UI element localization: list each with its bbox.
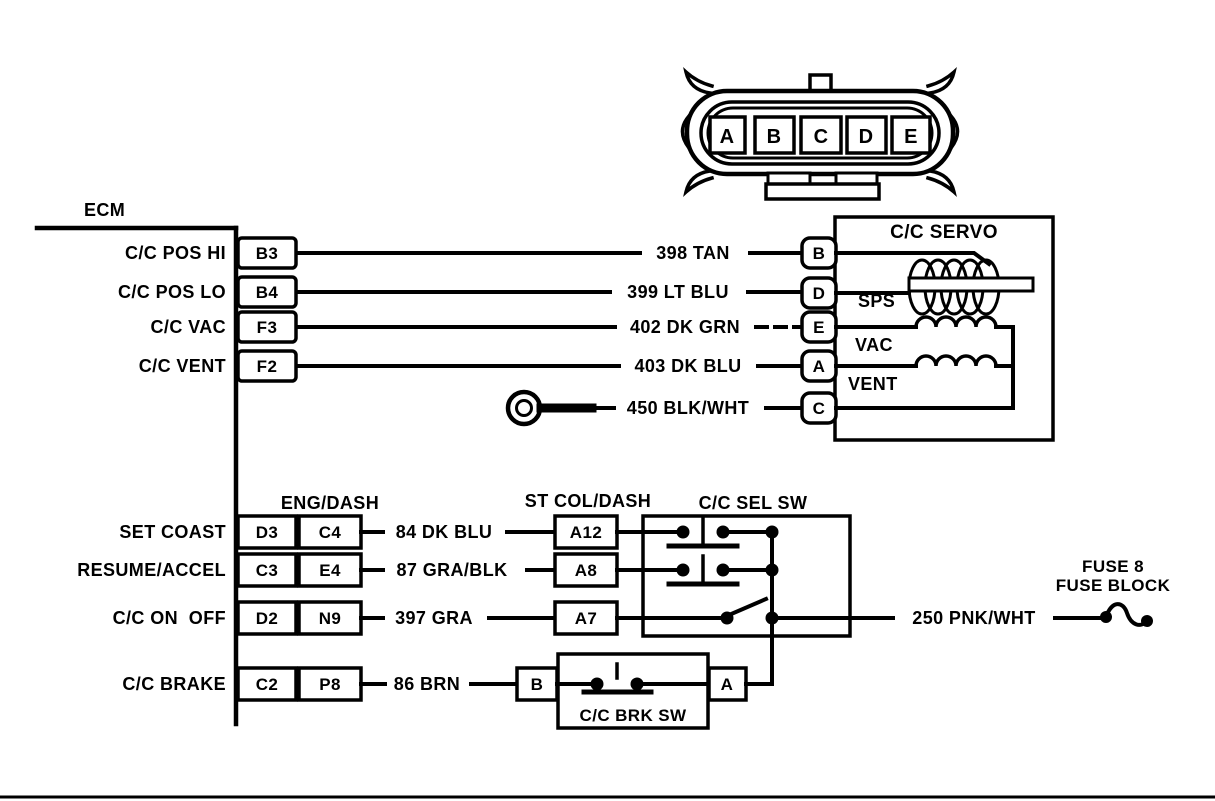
cc-brake-switch-block: B C/C BRK SW A bbox=[515, 652, 774, 730]
harness-pin-box-c4 bbox=[297, 514, 363, 550]
sps-core-bar bbox=[907, 276, 1035, 293]
connector-pin-e-box bbox=[890, 115, 932, 155]
wire-label-450-blk-wht: 450 BLK/WHT bbox=[627, 398, 749, 418]
servo-pin-label-c: C bbox=[813, 399, 826, 418]
sel-sw-onoff-blade bbox=[726, 596, 769, 618]
lower-headers: ENG/DASH ST COL/DASH C/C SEL SW bbox=[281, 491, 807, 513]
harness-pin-box-n9 bbox=[297, 600, 363, 636]
connector-pin-c-label: C bbox=[814, 126, 829, 148]
fuse-name-label: FUSE 8 bbox=[1082, 557, 1144, 576]
servo-pin-label-e: E bbox=[813, 318, 825, 337]
wire-label-402-dk-grn: 402 DK GRN bbox=[630, 317, 740, 337]
signal-label-cc-on-off: C/C ON OFF bbox=[113, 608, 226, 628]
vac-solenoid-coil bbox=[914, 315, 998, 329]
cc-select-switch-block bbox=[615, 514, 895, 686]
connector-bottom-plate bbox=[764, 182, 881, 201]
servo-sps-label: SPS bbox=[858, 291, 895, 311]
wire-label-403-dk-blu: 403 DK BLU bbox=[634, 356, 741, 376]
brk-sw-label: C/C BRK SW bbox=[580, 706, 687, 725]
fuse-location-label: FUSE BLOCK bbox=[1056, 576, 1171, 595]
ecm-pin-label-f2: F2 bbox=[257, 357, 278, 376]
harness-pin-label-p8: P8 bbox=[319, 675, 341, 694]
connector-horn-top-left bbox=[683, 66, 715, 95]
ecm-pin-box-c2 bbox=[236, 666, 298, 702]
servo-title: C/C SERVO bbox=[890, 222, 998, 243]
column-pin-label-a7: A7 bbox=[575, 609, 598, 628]
connector-face: A B C D E bbox=[680, 66, 960, 201]
servo-pin-label-b: B bbox=[813, 244, 826, 263]
connector-bump-left bbox=[680, 113, 692, 151]
fuse-terminal-right bbox=[1141, 615, 1153, 627]
sel-sw-resume-contact-left bbox=[676, 563, 690, 577]
signal-label-resume-accel: RESUME/ACCEL bbox=[77, 560, 226, 580]
signal-label-cc-brake: C/C BRAKE bbox=[122, 674, 226, 694]
fuse-feed: 250 PNK/WHT FUSE 8 FUSE BLOCK bbox=[912, 557, 1170, 628]
wire-label-398-tan: 398 TAN bbox=[656, 243, 730, 263]
signal-label-cc-pos-hi: C/C POS HI bbox=[125, 243, 226, 263]
servo-block: C/C SERVO B D E A C SPS VAC VENT bbox=[800, 215, 1055, 442]
connector-pin-e-label: E bbox=[904, 126, 918, 148]
ecm-pin-label-c3: C3 bbox=[256, 561, 279, 580]
wire-label-250-pnk-wht: 250 PNK/WHT bbox=[912, 608, 1035, 628]
brk-sw-pin-label-b: B bbox=[531, 675, 544, 694]
ecm-pin-box-c3 bbox=[236, 552, 298, 588]
servo-pin-label-d: D bbox=[813, 284, 826, 303]
vent-solenoid-coil bbox=[914, 354, 998, 368]
servo-vac-label: VAC bbox=[855, 335, 893, 355]
wire-label-397-gra: 397 GRA bbox=[395, 608, 473, 628]
connector-horn-bottom-right bbox=[925, 169, 957, 198]
harness-pin-label-n9: N9 bbox=[319, 609, 342, 628]
harness-pin-label-e4: E4 bbox=[319, 561, 341, 580]
connector-pin-b-box bbox=[753, 115, 796, 155]
lower-circuit-rows: SET COAST D3 C4 84 DK BLU A12 RESUME/ACC… bbox=[77, 514, 619, 702]
ecm-label: ECM bbox=[84, 200, 125, 220]
wire-label-84-dk-blu: 84 DK BLU bbox=[396, 522, 493, 542]
signal-label-cc-vent: C/C VENT bbox=[139, 356, 226, 376]
ecm-pin-label-c2: C2 bbox=[256, 675, 279, 694]
ground-eyelet-icon bbox=[505, 389, 543, 427]
ecm-pin-label-d2: D2 bbox=[256, 609, 279, 628]
brk-sw-contact-left bbox=[590, 677, 604, 691]
header-st-col-dash: ST COL/DASH bbox=[525, 491, 651, 511]
signal-label-cc-pos-lo: C/C POS LO bbox=[118, 282, 226, 302]
header-eng-dash: ENG/DASH bbox=[281, 493, 379, 513]
ecm-pin-label-f3: F3 bbox=[257, 318, 278, 337]
sel-sw-set-contact-left bbox=[676, 525, 690, 539]
servo-vent-label: VENT bbox=[848, 374, 898, 394]
ground-eyelet-hole bbox=[515, 399, 533, 417]
header-cc-sel-sw: C/C SEL SW bbox=[699, 493, 808, 513]
signal-label-cc-vac: C/C VAC bbox=[151, 317, 226, 337]
ecm-pin-box-d2 bbox=[236, 600, 298, 636]
column-pin-box-a7 bbox=[553, 600, 619, 636]
column-pin-label-a12: A12 bbox=[570, 523, 602, 542]
connector-pin-d-box bbox=[845, 115, 888, 155]
connector-pin-c-box bbox=[799, 115, 843, 155]
column-pin-label-a8: A8 bbox=[575, 561, 598, 580]
brk-sw-pin-label-a: A bbox=[721, 675, 734, 694]
connector-horn-top-right bbox=[925, 66, 957, 95]
connector-pin-b-label: B bbox=[767, 126, 782, 148]
ecm-pin-label-d3: D3 bbox=[256, 523, 279, 542]
ecm-block: ECM bbox=[34, 200, 239, 727]
connector-horn-bottom-left bbox=[683, 169, 715, 198]
column-pin-box-a8 bbox=[553, 552, 619, 588]
connector-pin-d-label: D bbox=[859, 126, 874, 148]
upper-circuit-rows: C/C POS HI B3 398 TAN C/C POS LO B4 399 … bbox=[118, 236, 803, 427]
wire-label-399-lt-blu: 399 LT BLU bbox=[627, 282, 729, 302]
wire-label-86-brn: 86 BRN bbox=[394, 674, 460, 694]
ecm-pin-label-b3: B3 bbox=[256, 244, 279, 263]
column-pin-box-a12 bbox=[553, 514, 619, 550]
ecm-pin-box-d3 bbox=[236, 514, 298, 550]
signal-label-set-coast: SET COAST bbox=[119, 522, 226, 542]
servo-pin-label-a: A bbox=[813, 357, 826, 376]
ecm-pin-label-b4: B4 bbox=[256, 283, 279, 302]
connector-bump-right bbox=[948, 113, 960, 151]
connector-pin-a-label: A bbox=[720, 126, 735, 148]
harness-pin-box-p8 bbox=[297, 666, 363, 702]
fuse-wiggle-icon bbox=[1103, 602, 1150, 627]
harness-pin-label-c4: C4 bbox=[319, 523, 342, 542]
wire-label-87-gra-blk: 87 GRA/BLK bbox=[396, 560, 507, 580]
connector-pin-a-box bbox=[708, 115, 747, 155]
